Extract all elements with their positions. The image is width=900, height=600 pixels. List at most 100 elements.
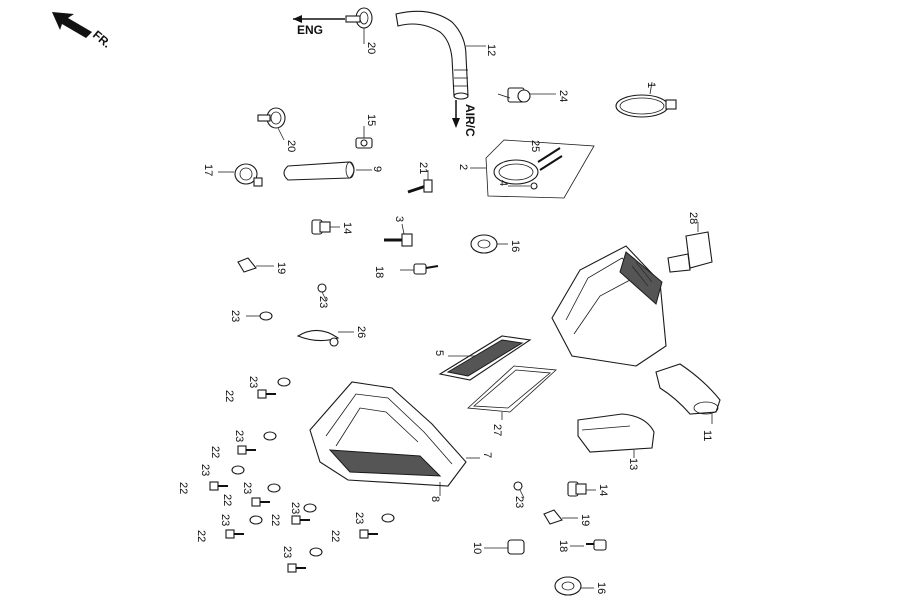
callout-16b: 16 xyxy=(595,582,607,594)
fastener-23-h: 23 xyxy=(219,514,263,526)
part-19-clip-upper: 19 xyxy=(237,257,287,274)
callout-23i: 23 xyxy=(353,512,365,524)
part-19-clip-lower: 19 xyxy=(543,509,591,526)
part-5-air-filter: 5 xyxy=(433,335,532,381)
part-21-bolt: 21 xyxy=(407,162,433,194)
part-3-bolt: 3 xyxy=(384,216,413,247)
part-16-rubber-upper: 16 xyxy=(470,234,521,254)
callout-22e: 22 xyxy=(269,514,281,526)
callout-22g: 22 xyxy=(329,530,341,542)
fastener-23-j: 23 xyxy=(281,546,323,558)
callout-27: 27 xyxy=(491,424,503,436)
fastener-22-c: 22 xyxy=(177,481,228,494)
part-24-bracket: 24 xyxy=(497,87,569,103)
callout-23h: 23 xyxy=(219,514,231,526)
part-16-rubber-lower: 16 xyxy=(554,576,607,596)
callout-17: 17 xyxy=(202,164,214,176)
part-26-clip: 26 xyxy=(296,326,367,347)
callout-9: 9 xyxy=(371,166,383,172)
callout-26: 26 xyxy=(355,326,367,338)
callout-20a: 20 xyxy=(365,42,377,54)
part-7-airbox-cover: 7 8 xyxy=(309,381,493,502)
callout-28: 28 xyxy=(687,212,699,224)
airbox-housing-upper xyxy=(551,245,667,367)
callout-21: 21 xyxy=(417,162,429,174)
callout-25: 25 xyxy=(529,140,541,152)
callout-24: 24 xyxy=(557,90,569,102)
part-10-cap: 10 xyxy=(471,539,525,555)
fastener-22-a: 22 xyxy=(223,389,276,402)
part-23-nut-lower: 23 xyxy=(513,481,525,508)
callout-19a: 19 xyxy=(275,262,287,274)
part-23-nut-upper: 23 xyxy=(317,283,329,308)
callout-23d: 23 xyxy=(233,430,245,442)
fastener-23-f: 23 xyxy=(241,482,281,494)
front-direction-indicator: FR. xyxy=(52,12,114,51)
fastener-22-e: 22 xyxy=(269,514,310,526)
part-18-screw-upper: 18 xyxy=(373,263,439,278)
callout-23g: 23 xyxy=(289,502,301,514)
part-18-screw-lower: 18 xyxy=(557,539,607,552)
fastener-23-d: 23 xyxy=(233,430,277,442)
callout-19b: 19 xyxy=(579,514,591,526)
callout-23a: 23 xyxy=(317,296,329,308)
callout-2: 2 xyxy=(457,164,469,170)
direction-arrow-icon xyxy=(52,12,92,38)
engine-direction-indicator: ENG xyxy=(293,15,345,37)
part-14-grommet-lower: 14 xyxy=(567,481,609,497)
callout-23c: 23 xyxy=(247,376,259,388)
callout-23f: 23 xyxy=(241,482,253,494)
callout-4: 4 xyxy=(497,180,509,186)
callout-5: 5 xyxy=(433,350,445,356)
callout-23j: 23 xyxy=(281,546,293,558)
fastener-23-c: 23 xyxy=(247,376,291,388)
callout-14a: 14 xyxy=(341,222,353,234)
callout-16a: 16 xyxy=(509,240,521,252)
part-9-tube: 9 xyxy=(283,161,383,181)
fastener-22-g-mid: 22 xyxy=(329,529,378,542)
callout-7: 7 xyxy=(481,452,493,458)
part-11-duct: 11 xyxy=(655,363,721,441)
fastener-22-b: 22 xyxy=(209,445,256,458)
part-20-clamp-left: 20 xyxy=(257,107,297,152)
callout-18a: 18 xyxy=(373,266,385,278)
callout-1: 1 xyxy=(645,82,657,88)
part-12-intake-hose: 12 xyxy=(395,10,497,100)
part-13-resonator: 13 xyxy=(577,413,655,470)
callout-20b: 20 xyxy=(285,140,297,152)
callout-14b: 14 xyxy=(597,484,609,496)
front-label: FR. xyxy=(90,28,114,51)
part-17-clamp: 17 xyxy=(202,163,263,187)
fastener-23-i: 23 xyxy=(353,512,395,524)
callout-23b: 23 xyxy=(229,310,241,322)
callout-10: 10 xyxy=(471,542,483,554)
callout-23e: 23 xyxy=(199,464,211,476)
callout-22a: 22 xyxy=(223,390,235,402)
callout-11: 11 xyxy=(701,430,713,441)
callout-22c: 22 xyxy=(177,482,189,494)
fastener-23-g: 23 xyxy=(289,502,317,514)
part-27-gasket: 27 xyxy=(467,365,557,436)
callout-23-lower: 23 xyxy=(513,496,525,508)
engine-label: ENG xyxy=(297,23,323,37)
part-23-nut-left: 23 xyxy=(229,310,273,322)
part-14-grommet-upper: 14 xyxy=(311,219,353,235)
callout-8: 8 xyxy=(429,496,441,502)
aircleaner-direction-indicator: AIR/C xyxy=(452,100,477,137)
fastener-23-e: 23 xyxy=(199,464,245,476)
part-28-bracket: 28 xyxy=(667,212,713,273)
fastener-22-h xyxy=(287,563,306,573)
callout-22d: 22 xyxy=(221,494,233,506)
callout-22b: 22 xyxy=(209,446,221,458)
part-20-clamp-top: 20 xyxy=(345,7,377,54)
callout-22f: 22 xyxy=(195,530,207,542)
fastener-22-d: 22 xyxy=(221,494,270,507)
aircleaner-label: AIR/C xyxy=(463,104,477,137)
fastener-22-f: 22 xyxy=(195,529,244,542)
callout-3: 3 xyxy=(393,216,405,222)
callout-18b: 18 xyxy=(557,540,569,552)
callout-15: 15 xyxy=(365,114,377,126)
part-15-clip: 15 xyxy=(355,114,377,149)
part-1-hose-clamp: 1 xyxy=(615,81,677,118)
